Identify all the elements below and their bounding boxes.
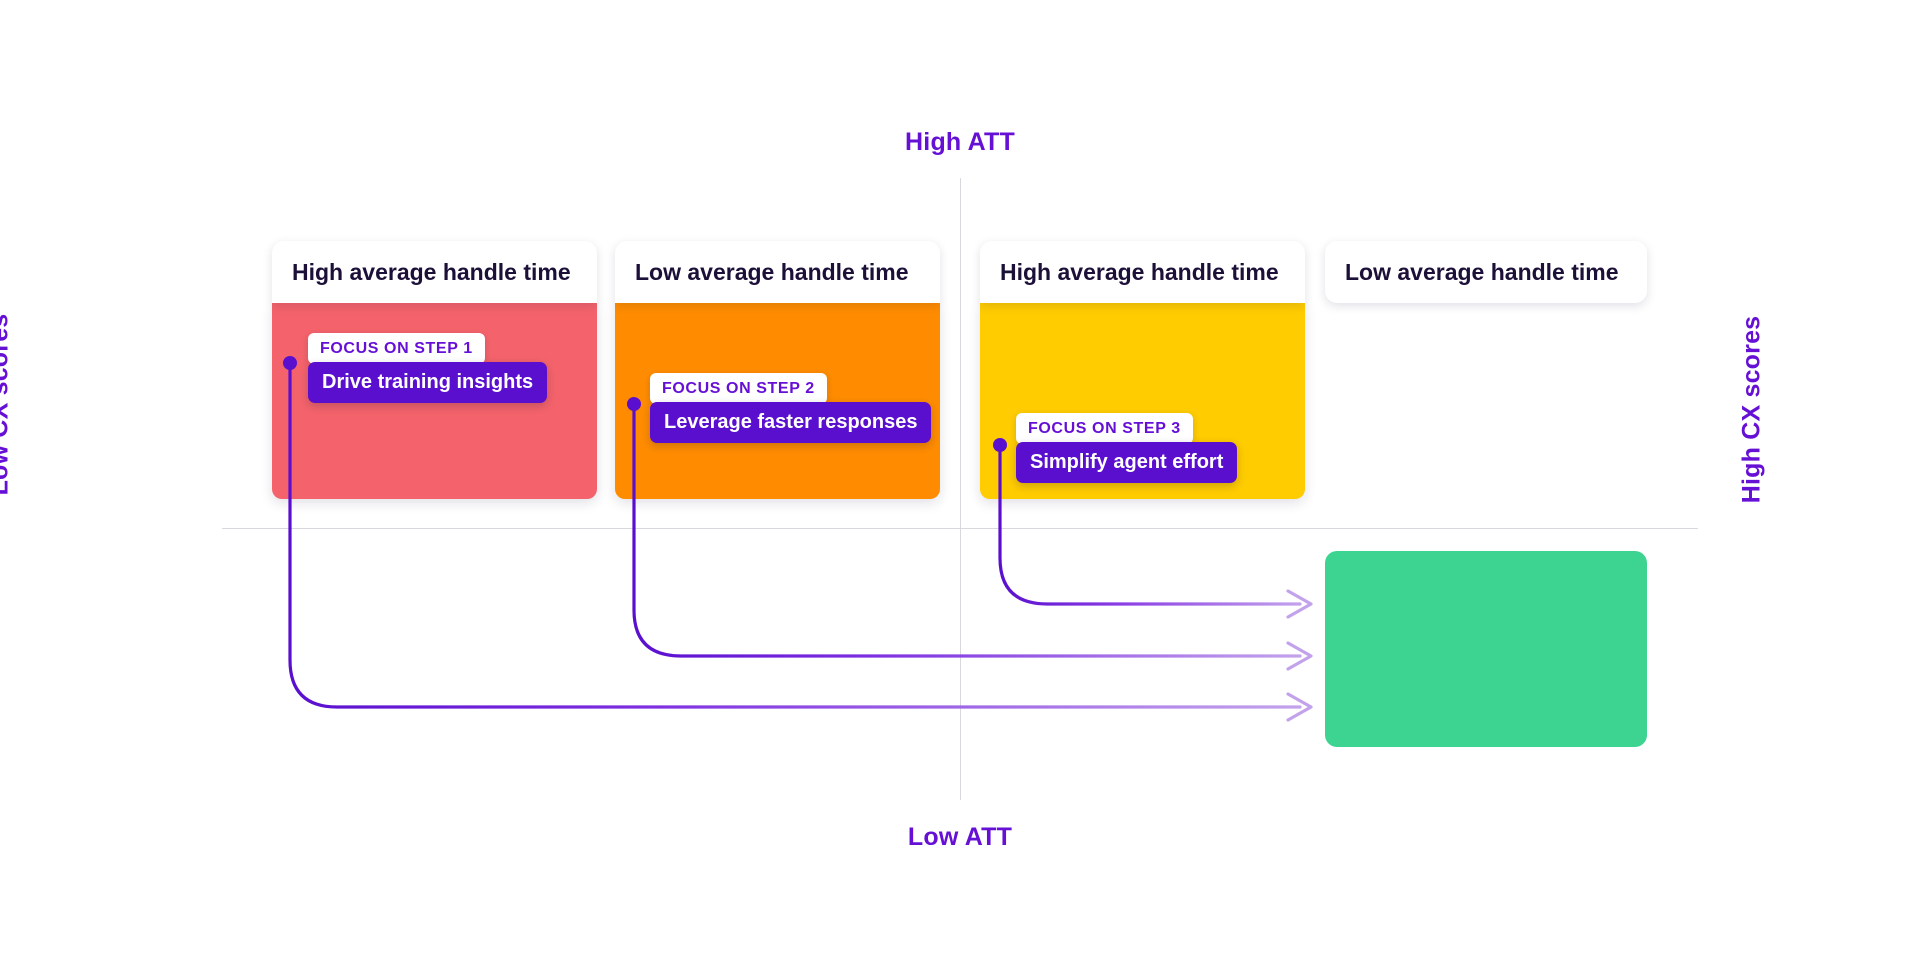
step-badge-1: FOCUS ON STEP 1	[308, 333, 485, 364]
quadrant-header-3: High average handle time	[980, 241, 1305, 303]
axis-label-left: Low CX scores	[0, 313, 14, 496]
step-badge-group-2: FOCUS ON STEP 2 Leverage faster response…	[650, 373, 932, 443]
quadrant-column-4: Low average handle time	[1325, 241, 1647, 303]
quadrant-header-label-1: High average handle time	[292, 258, 571, 285]
action-badge-3[interactable]: Simplify agent effort	[1016, 442, 1238, 483]
arrowhead-1	[1286, 692, 1313, 722]
quadrant-header-label-4: Low average handle time	[1345, 258, 1619, 285]
quadrant-header-2: Low average handle time	[615, 241, 940, 303]
vertical-axis-line	[960, 178, 961, 800]
horizontal-axis-line	[222, 528, 1698, 529]
arrowhead-3	[1286, 589, 1313, 619]
action-badge-1[interactable]: Drive training insights	[308, 362, 548, 403]
step-badge-3: FOCUS ON STEP 3	[1016, 413, 1193, 444]
quadrant-header-label-3: High average handle time	[1000, 258, 1279, 285]
axis-label-right: High CX scores	[1737, 315, 1766, 504]
action-badge-2[interactable]: Leverage faster responses	[650, 402, 932, 443]
axis-label-top: High ATT	[905, 128, 1015, 156]
arrowhead-2	[1286, 641, 1313, 671]
opportunity-block-green	[1325, 551, 1647, 747]
step-badge-group-3: FOCUS ON STEP 3 Simplify agent effort	[1016, 413, 1238, 483]
quadrant-header-label-2: Low average handle time	[635, 258, 909, 285]
quadrant-header-4: Low average handle time	[1325, 241, 1647, 303]
quadrant-header-1: High average handle time	[272, 241, 597, 303]
axis-label-bottom: Low ATT	[907, 823, 1013, 851]
step-badge-2: FOCUS ON STEP 2	[650, 373, 827, 404]
quadrant-column-2: Low average handle time	[615, 241, 940, 499]
step-badge-group-1: FOCUS ON STEP 1 Drive training insights	[308, 333, 548, 403]
